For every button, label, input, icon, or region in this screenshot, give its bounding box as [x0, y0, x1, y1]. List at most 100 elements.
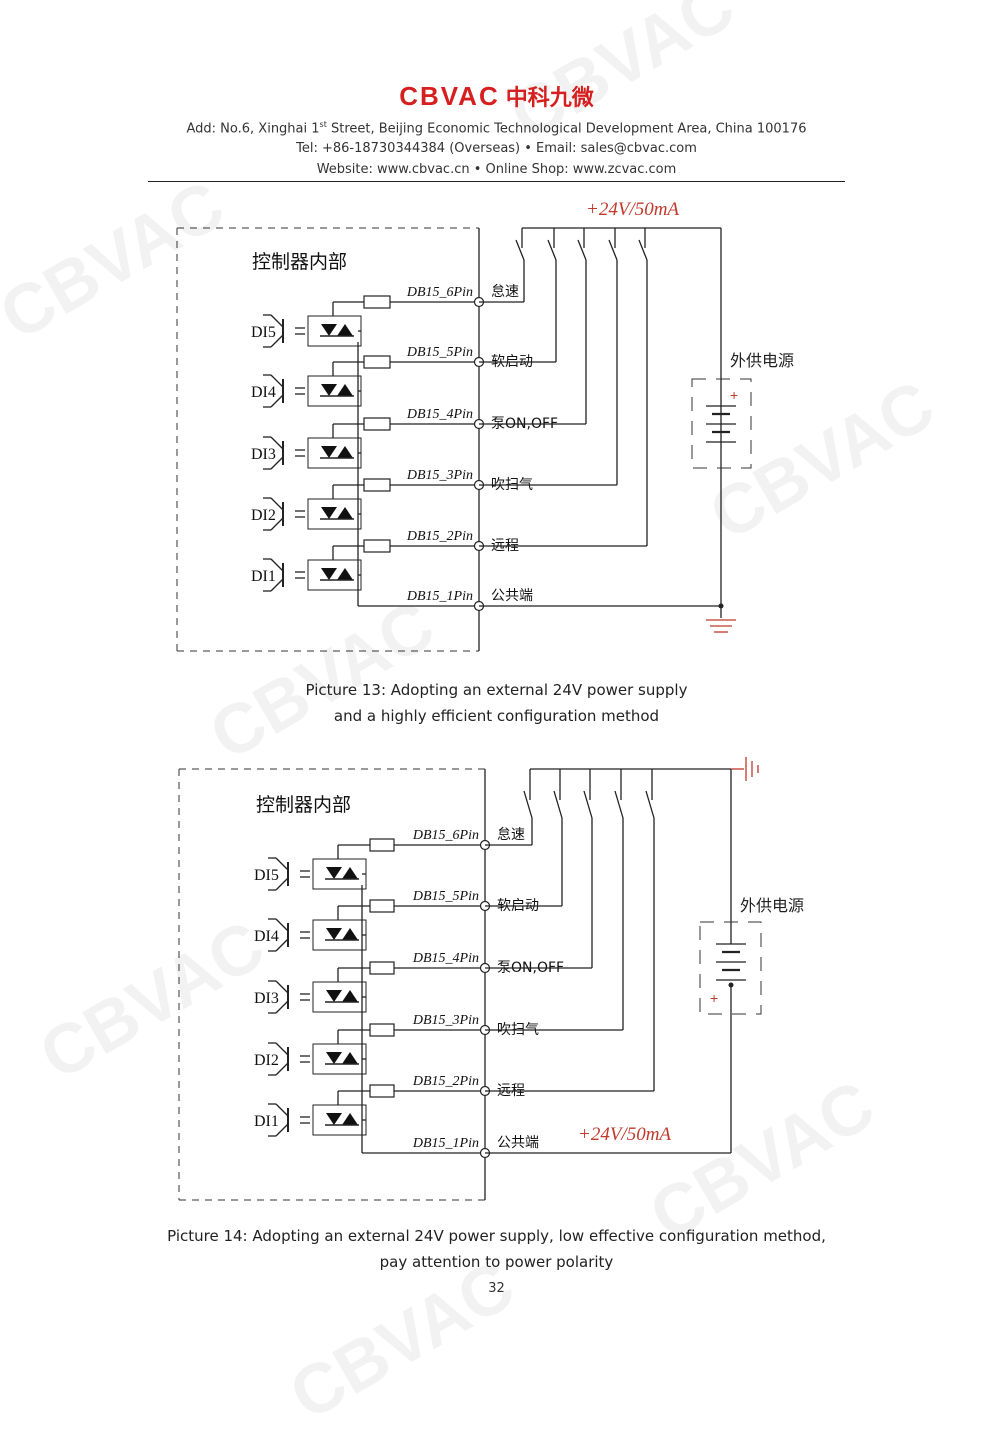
- pin-label: DB15_2Pin: [412, 1074, 479, 1089]
- di-label: DI5: [254, 867, 279, 884]
- phototransistor-icon: [270, 578, 284, 592]
- pin-label: DB15_4Pin: [412, 951, 479, 966]
- optocoupler-box: [312, 858, 367, 890]
- resistor: [369, 899, 395, 913]
- di-label: DI3: [251, 446, 276, 463]
- phototransistor-icon: [275, 1123, 289, 1137]
- di-label: DI1: [251, 568, 276, 585]
- optocoupler-box: [312, 981, 367, 1013]
- address-line: Add: No.6, Xinghai 1st Street, Beijing E…: [186, 120, 807, 137]
- phototransistor-icon: [275, 877, 289, 891]
- battery-box: [699, 921, 762, 1015]
- led-diode-icon: [342, 1113, 358, 1125]
- pin-label: DB15_2Pin: [406, 529, 473, 544]
- controller-title: 控制器内部: [256, 794, 351, 816]
- pin-label: DB15_6Pin: [412, 828, 479, 843]
- led-diode-icon: [321, 507, 337, 519]
- switch-icon: [577, 239, 587, 261]
- led-diode-icon: [337, 384, 353, 396]
- pin-label: DB15_5Pin: [406, 345, 473, 360]
- led-diode-icon: [342, 928, 358, 940]
- supply-label: 外供电源: [740, 896, 804, 915]
- switch-icon: [547, 239, 557, 261]
- phototransistor-icon: [275, 980, 289, 994]
- led-diode-icon: [326, 1113, 342, 1125]
- phototransistor-icon: [275, 1062, 289, 1076]
- phototransistor-icon: [270, 436, 284, 450]
- optocoupler-box: [312, 1043, 367, 1075]
- pin-label: DB15_3Pin: [406, 468, 473, 483]
- phototransistor-icon: [275, 1000, 289, 1014]
- switch-icon: [638, 239, 648, 261]
- resistor: [369, 1084, 395, 1098]
- pin-label: DB15_3Pin: [412, 1013, 479, 1028]
- di-label: DI1: [254, 1113, 279, 1130]
- phototransistor-icon: [270, 374, 284, 388]
- phototransistor-icon: [270, 394, 284, 408]
- phototransistor-icon: [275, 1042, 289, 1056]
- function-label: 怠速: [497, 827, 525, 843]
- switch-icon: [608, 239, 618, 261]
- switch-icon: [614, 790, 624, 819]
- switch-icon: [515, 239, 525, 261]
- phototransistor-icon: [270, 558, 284, 572]
- led-diode-icon: [321, 568, 337, 580]
- led-diode-icon: [321, 324, 337, 336]
- switch-icon: [553, 790, 563, 819]
- resistor: [369, 838, 395, 852]
- led-diode-icon: [321, 384, 337, 396]
- website-line: Website: www.cbvac.cn • Online Shop: www…: [316, 162, 677, 177]
- voltage-label: +24V/50mA: [578, 1124, 671, 1145]
- di-label: DI3: [254, 990, 279, 1007]
- di-label: DI2: [254, 1052, 279, 1069]
- voltage-label: +24V/50mA: [586, 199, 679, 220]
- phototransistor-icon: [270, 456, 284, 470]
- optocoupler-box: [312, 919, 367, 951]
- led-diode-icon: [337, 324, 353, 336]
- header-divider: [148, 181, 845, 182]
- pin-label: DB15_1Pin: [406, 589, 473, 604]
- di-label: DI4: [251, 384, 276, 401]
- battery-box: [691, 378, 752, 469]
- function-label: 怠速: [491, 284, 519, 300]
- pin-label: DB15_6Pin: [406, 285, 473, 300]
- switch-icon: [645, 790, 655, 819]
- junction-dot: [728, 982, 734, 988]
- pin-label: DB15_4Pin: [406, 407, 473, 422]
- di-label: DI5: [251, 324, 276, 341]
- controller-title: 控制器内部: [252, 251, 347, 273]
- phototransistor-icon: [270, 334, 284, 348]
- resistor: [369, 961, 395, 975]
- phototransistor-icon: [275, 857, 289, 871]
- page-number: 32: [488, 1281, 505, 1296]
- led-diode-icon: [342, 990, 358, 1002]
- resistor: [369, 1023, 395, 1037]
- switch-icon: [583, 790, 593, 819]
- tel-line: Tel: +86-18730344384 (Overseas) • Email:…: [296, 141, 697, 156]
- phototransistor-icon: [275, 918, 289, 932]
- switch-icon: [523, 790, 533, 819]
- supply-label: 外供电源: [730, 351, 794, 370]
- phototransistor-icon: [275, 1103, 289, 1117]
- led-diode-icon: [326, 928, 342, 940]
- phototransistor-icon: [275, 938, 289, 952]
- junction-dot: [718, 603, 724, 609]
- di-label: DI2: [251, 507, 276, 524]
- brand-name: CBVAC: [399, 81, 500, 111]
- led-diode-icon: [337, 446, 353, 458]
- led-diode-icon: [326, 990, 342, 1002]
- plus-sign: +: [730, 387, 738, 403]
- function-label: 公共端: [497, 1135, 539, 1151]
- led-diode-icon: [326, 867, 342, 879]
- led-diode-icon: [321, 446, 337, 458]
- led-diode-icon: [337, 568, 353, 580]
- phototransistor-icon: [270, 497, 284, 511]
- phototransistor-icon: [270, 314, 284, 328]
- caption-picture-14: Picture 14: Adopting an external 24V pow…: [167, 1227, 826, 1271]
- pin-label: DB15_5Pin: [412, 889, 479, 904]
- di-label: DI4: [254, 928, 279, 945]
- plus-sign: +: [710, 990, 718, 1006]
